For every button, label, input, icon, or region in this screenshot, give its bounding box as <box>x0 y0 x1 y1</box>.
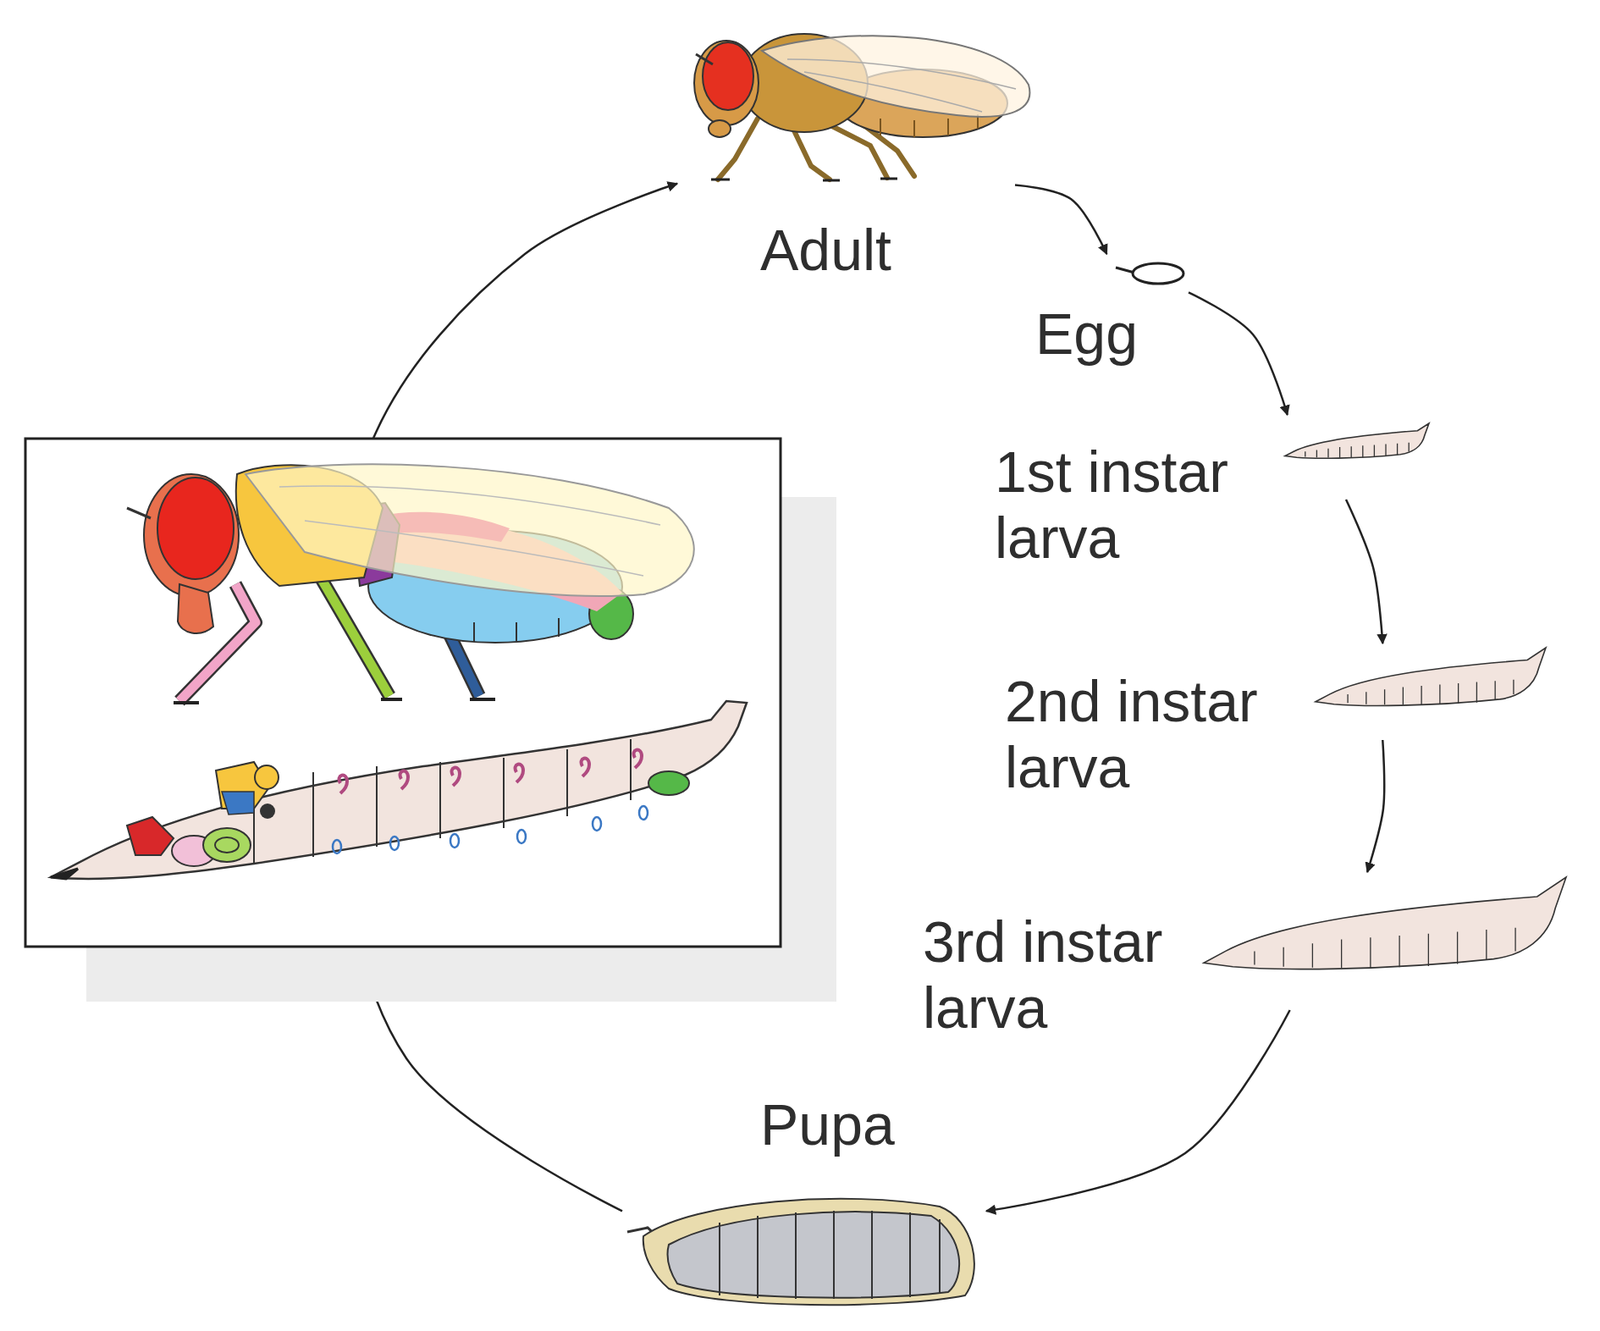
cycle-arrow <box>1346 499 1383 644</box>
adult-fly <box>694 33 1030 181</box>
inset-panel <box>25 438 837 1002</box>
stage-label: Pupa <box>760 1091 895 1158</box>
third-instar-larva <box>1203 877 1567 970</box>
first-instar-larva <box>1285 423 1429 458</box>
stage-node: Adult <box>677 16 1033 288</box>
stage-node: Egg <box>1028 253 1207 370</box>
pupa <box>627 1198 975 1305</box>
stage-label: 1st instar larva <box>994 438 1283 571</box>
cycle-arrow <box>1015 184 1107 254</box>
stage-node: 1st instar larva <box>990 414 1435 576</box>
stage-label: Adult <box>760 216 892 283</box>
stage-label: 2nd instar larva <box>1004 667 1293 800</box>
egg <box>1115 263 1184 284</box>
cycle-arrow <box>1188 292 1288 415</box>
cycle-arrow <box>986 1009 1291 1211</box>
stage-node: 3rd instar larva <box>918 871 1575 1050</box>
stage-node: 2nd instar larva <box>998 643 1554 813</box>
second-instar-larva <box>1315 647 1546 706</box>
stage-label: 3rd instar larva <box>922 908 1211 1041</box>
stage-label: Egg <box>1035 300 1138 367</box>
stage-node: Pupa <box>622 1087 987 1304</box>
cycle-arrow <box>1367 739 1385 872</box>
